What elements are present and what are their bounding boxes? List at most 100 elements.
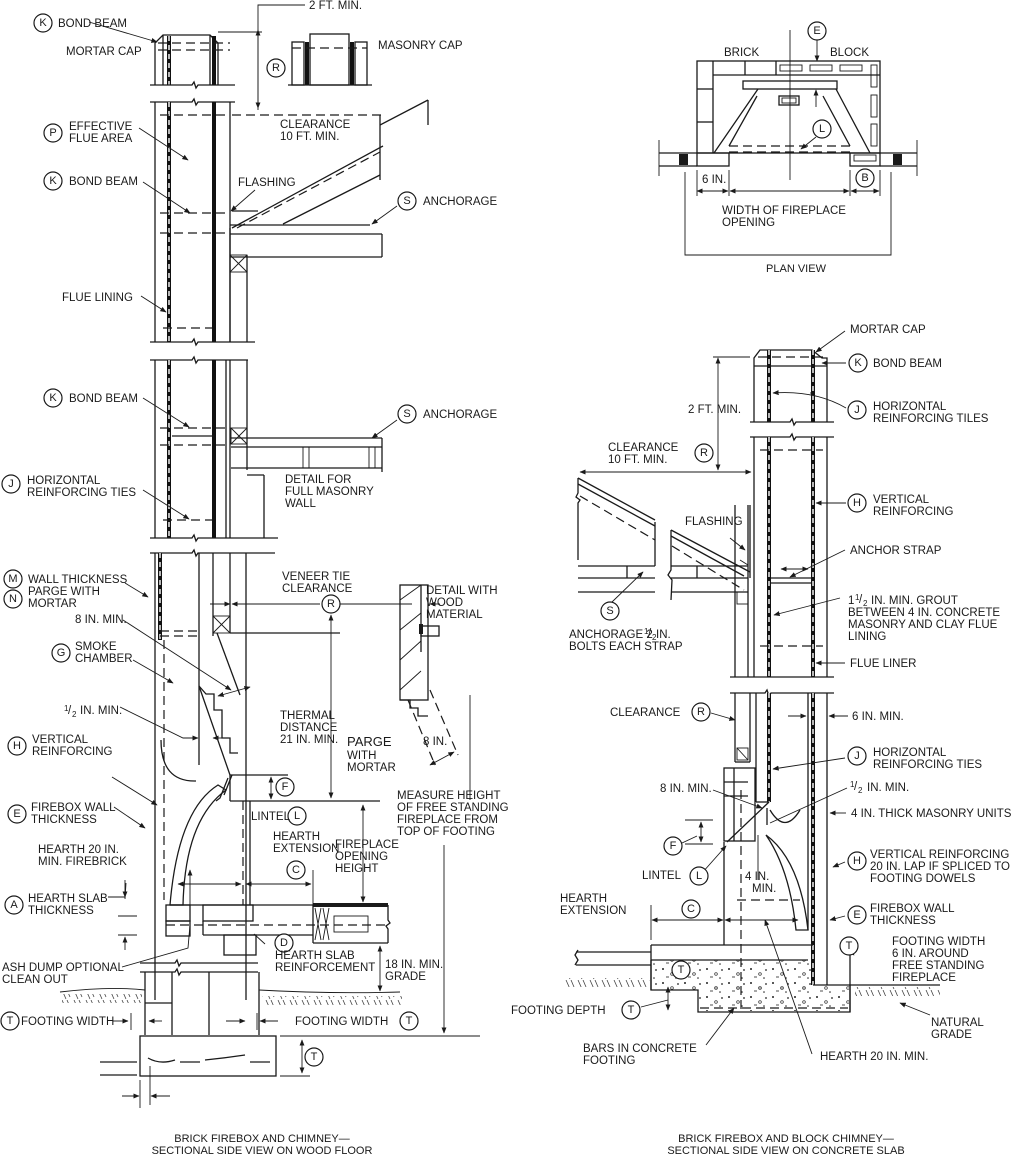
annotation-label: 2 [72,710,77,719]
annotation-label: S [606,605,613,617]
annotation-label: 6 IN. AROUND [892,948,969,960]
annotation-label: REINFORCING [32,746,113,758]
annotation-label: G [57,647,66,659]
annotation-label: 2 FT. MIN. [688,404,741,416]
annotation-label: 10 FT. MIN. [280,131,339,143]
annotation-label: IN. MIN. [867,782,909,794]
callout-k-right: K [848,353,868,373]
annotation-label: ANCHORAGE [423,409,497,421]
annotation-label: DISTANCE [280,722,338,734]
annotation-label: FOOTING WIDTH [892,936,985,948]
annotation-label: N [9,593,17,605]
annotation-label: R [272,62,280,74]
annotation-label: BARS IN CONCRETE [583,1043,697,1055]
callout-b-plan: B [855,168,875,188]
callout-m: M [3,569,23,589]
callout-t-right-depth: T [621,1000,641,1020]
annotation-label: WIDTH OF FIREPLACE [722,205,846,217]
annotation-label: HEARTH [560,893,607,905]
callout-e-right: E [847,905,867,925]
annotation-label: 1 [64,704,69,713]
annotation-label: THICKNESS [31,814,97,826]
annotation-label: FOOTING WIDTH [295,1016,388,1028]
callout-l: L [287,806,307,826]
annotation-label: FIREPLACE [892,972,956,984]
annotation-label: S [403,408,410,420]
annotation-label: MATERIAL [426,609,483,621]
callout-s-right: S [600,601,620,621]
callout-r-right-low: R [691,702,711,722]
annotation-label: 1 [855,593,860,602]
plan-view: E L B BRICK BLOCK 6 IN. WIDTH OF FIREPLA… [658,21,918,275]
right-labels: MORTAR CAP BOND BEAM 2 FT. MIN. HORIZONT… [511,324,1012,1157]
annotation-label: MORTAR [28,598,77,610]
annotation-label: WITH [347,750,376,762]
callout-t-footing: T [304,1047,324,1067]
left-hearth [59,903,402,1035]
annotation-label: EXTENSION [273,843,339,855]
annotation-label: OPENING [335,851,388,863]
annotation-label: J [854,750,860,762]
annotation-label: HEARTH 20 IN. MIN. [820,1051,928,1063]
annotation-label: 6 IN. [702,174,726,186]
annotation-label: 8 IN. MIN. [660,783,712,795]
annotation-label: WALL [285,498,316,510]
left-section-view: K R P K S K S J M N R G H F L E C A D T … [0,0,509,1157]
annotation-label: PARGE [347,734,392,749]
callout-l-right: L [689,866,709,886]
annotation-label: F [670,840,677,852]
annotation-label: WOOD [426,597,463,609]
annotation-label: BRICK [724,47,759,59]
callout-e-plan: E [807,21,827,41]
annotation-label: FULL MASONRY [285,486,374,498]
annotation-label: L [294,810,300,822]
annotation-label: CHAMBER [75,653,133,665]
annotation-label: D [280,937,288,949]
annotation-label: FOOTING WIDTH [21,1016,114,1028]
annotation-label: HORIZONTAL [873,401,947,413]
annotation-label: 2 [652,633,657,642]
annotation-label: K [854,357,862,369]
left-chimney-middle [150,97,255,347]
annotation-label: PARGE WITH [28,586,100,598]
detail-with-wood-material [399,584,471,800]
callout-t-right: T [399,1011,419,1031]
annotation-label: 8 IN. [423,736,447,748]
left-footing [100,1035,480,1108]
annotation-label: DETAIL FOR [285,474,351,486]
left-view-title: BRICK FIREBOX AND CHIMNEY— [174,1133,349,1145]
right-view-subtitle: SECTIONAL SIDE VIEW ON CONCRETE SLAB [667,1145,904,1157]
annotation-label: FLUE LINING [62,292,133,304]
annotation-label: FLASHING [685,516,743,528]
callout-e: E [7,804,27,824]
annotation-label: A [10,899,18,911]
annotation-label: E [853,909,860,921]
callout-h-right-top: H [847,493,867,513]
annotation-label: MASONRY AND CLAY FLUE [848,619,998,631]
annotation-label: R [327,598,335,610]
annotation-label: P [49,127,56,139]
callout-j-right-low: J [847,746,867,766]
annotation-label: 6 IN. MIN. [852,711,904,723]
left-view-subtitle: SECTIONAL SIDE VIEW ON WOOD FLOOR [152,1145,373,1157]
annotation-label: ANCHORAGE [423,196,497,208]
annotation-label: VERTICAL REINFORCING [870,849,1009,861]
annotation-label: C [687,903,695,915]
callout-r-right-top: R [694,443,714,463]
annotation-label: 10 FT. MIN. [608,454,667,466]
callout-s-low: S [397,404,417,424]
annotation-label: DETAIL WITH [426,585,498,597]
annotation-label: K [39,17,47,29]
callout-h: H [7,736,27,756]
callout-t-right-slab: T [671,960,691,980]
annotation-label: E [13,808,20,820]
masonry-cap-detail [288,33,372,86]
annotation-label: T [846,940,853,952]
annotation-label: K [49,175,57,187]
annotation-label: REINFORCING TIES [27,487,136,499]
left-firebox [150,548,380,1000]
plan-view-title: PLAN VIEW [766,263,827,275]
annotation-label: K [49,392,57,404]
left-dimensions [88,4,447,1034]
annotation-label: J [8,478,14,490]
